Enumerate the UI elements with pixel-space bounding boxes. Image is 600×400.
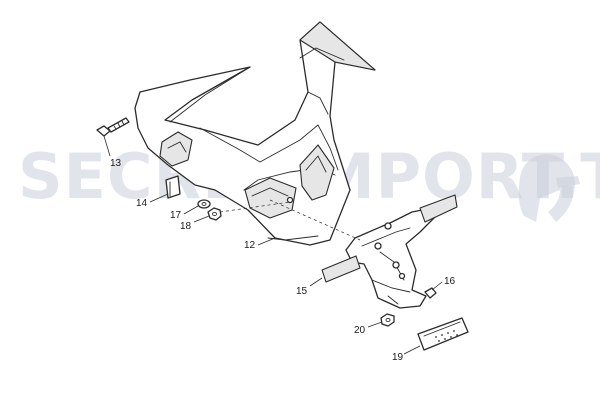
part-17-washer (197, 199, 211, 209)
callout-15: 15 (296, 286, 308, 297)
callout-18: 18 (180, 221, 192, 232)
callout-19: 19 (392, 352, 404, 363)
callout-14: 14 (136, 198, 148, 209)
callout-13: 13 (110, 158, 122, 169)
part-19-reflector (417, 317, 469, 351)
part-18-nut (207, 207, 222, 221)
part-13-bolt (96, 117, 130, 137)
part-15-license-bracket (321, 194, 458, 309)
leader-line (309, 277, 323, 287)
assembly-line (269, 199, 361, 241)
leader-line (193, 215, 210, 223)
leader-line (149, 193, 169, 203)
leader-line (431, 281, 443, 291)
leader-line (403, 345, 421, 355)
callout-20: 20 (354, 325, 366, 336)
leader-line (367, 321, 383, 328)
part-16-bolt (424, 287, 437, 299)
leader-line (103, 135, 111, 157)
part-14-clip-nut (165, 175, 181, 199)
part-20-nut (380, 313, 395, 327)
leader-line (257, 237, 276, 246)
leader-line (183, 205, 199, 215)
callout-16: 16 (444, 276, 456, 287)
part-12-tail-cowl (134, 21, 376, 246)
callout-12: 12 (244, 240, 256, 251)
helmet-logo-icon (518, 154, 580, 222)
callout-17: 17 (170, 210, 182, 221)
